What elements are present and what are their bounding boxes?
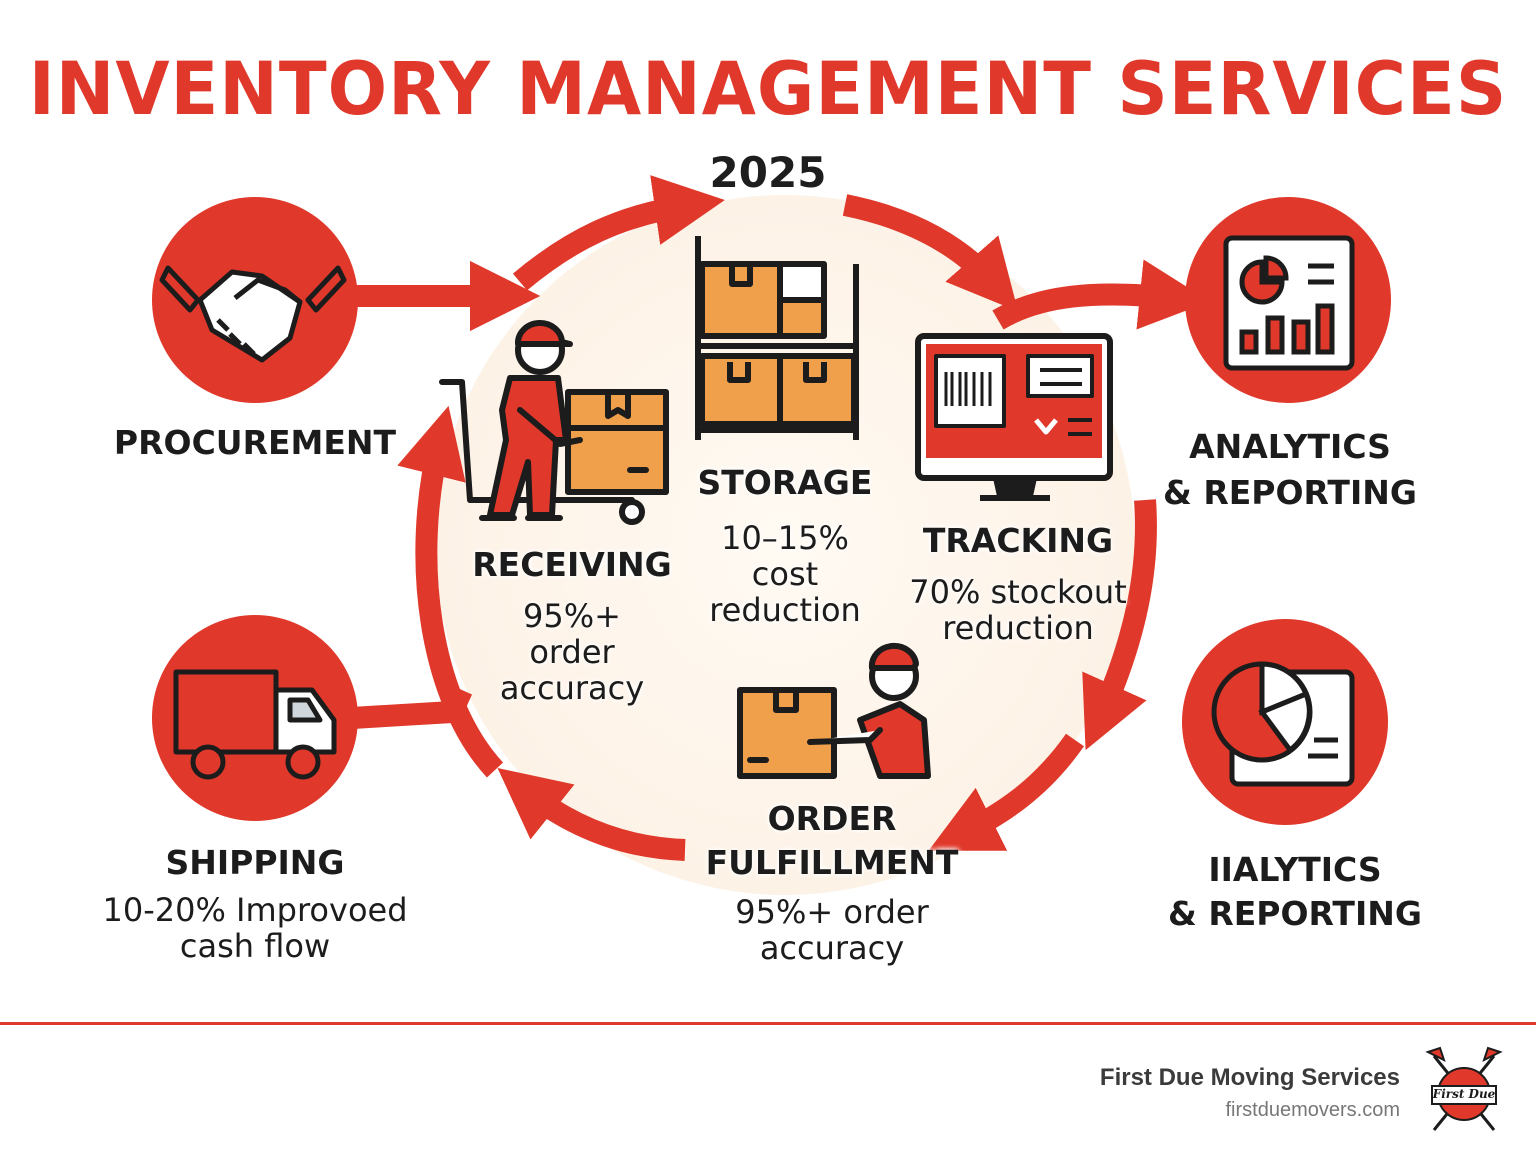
shipping-node — [152, 615, 358, 821]
shipping-stat: 10-20% Improvoed cash flow — [102, 891, 408, 965]
receiving-stat: 95%+ order accuracy — [499, 597, 645, 707]
barcode-monitor-icon — [915, 333, 1113, 501]
footer-divider — [0, 1022, 1536, 1025]
brand-website[interactable]: firstduemovers.com — [1225, 1099, 1401, 1121]
shipping-label: SHIPPING — [165, 843, 345, 882]
pie-chart-report-icon — [1211, 661, 1355, 787]
storage-label: STORAGE — [697, 463, 873, 502]
worker-box-handoff-icon — [737, 642, 931, 779]
analytics-top-label: ANALYTICS & REPORTING — [1163, 427, 1417, 512]
order-fulfillment-stat: 95%+ order accuracy — [735, 893, 929, 967]
connector-shipping — [351, 685, 473, 729]
procurement-label: PROCUREMENT — [113, 423, 397, 462]
arrow-storage-to-tracking — [842, 194, 1019, 312]
arrow-tracking-to-fulfillment — [1082, 499, 1157, 751]
tracking-stat: 70% stockout reduction — [909, 573, 1127, 647]
bar-chart-report-icon — [1223, 235, 1355, 371]
shelf-boxes-icon — [695, 236, 859, 440]
page-title: INVENTORY MANAGEMENT SERVICES — [28, 45, 1508, 133]
brand-name: First Due Moving Services — [1099, 1064, 1400, 1091]
arrow-fulfillment-right — [928, 733, 1085, 851]
arrow-shipping-to-receiving — [397, 405, 504, 778]
year-label: 2025 — [709, 148, 827, 197]
analytics-top-node — [1185, 197, 1391, 403]
truck-icon — [173, 669, 337, 780]
order-fulfillment-label: ORDER FULFILLMENT — [705, 799, 959, 882]
arrow-fulfillment-to-shipping — [497, 768, 686, 861]
fire-axe-badge-icon — [1425, 1046, 1503, 1131]
handshake-icon — [159, 265, 347, 363]
analytics-bottom-node — [1182, 619, 1388, 825]
analytics-bottom-label: IIALYTICS & REPORTING — [1168, 850, 1422, 933]
worker-hand-truck-icon — [439, 320, 669, 525]
arrow-tracking-to-analytics — [992, 259, 1211, 330]
tracking-label: TRACKING — [922, 521, 1114, 560]
receiving-label: RECEIVING — [472, 545, 672, 584]
logo-text: First Due — [1432, 1087, 1496, 1101]
storage-stat: 10–15% cost reduction — [709, 519, 861, 629]
procurement-node — [152, 197, 358, 403]
